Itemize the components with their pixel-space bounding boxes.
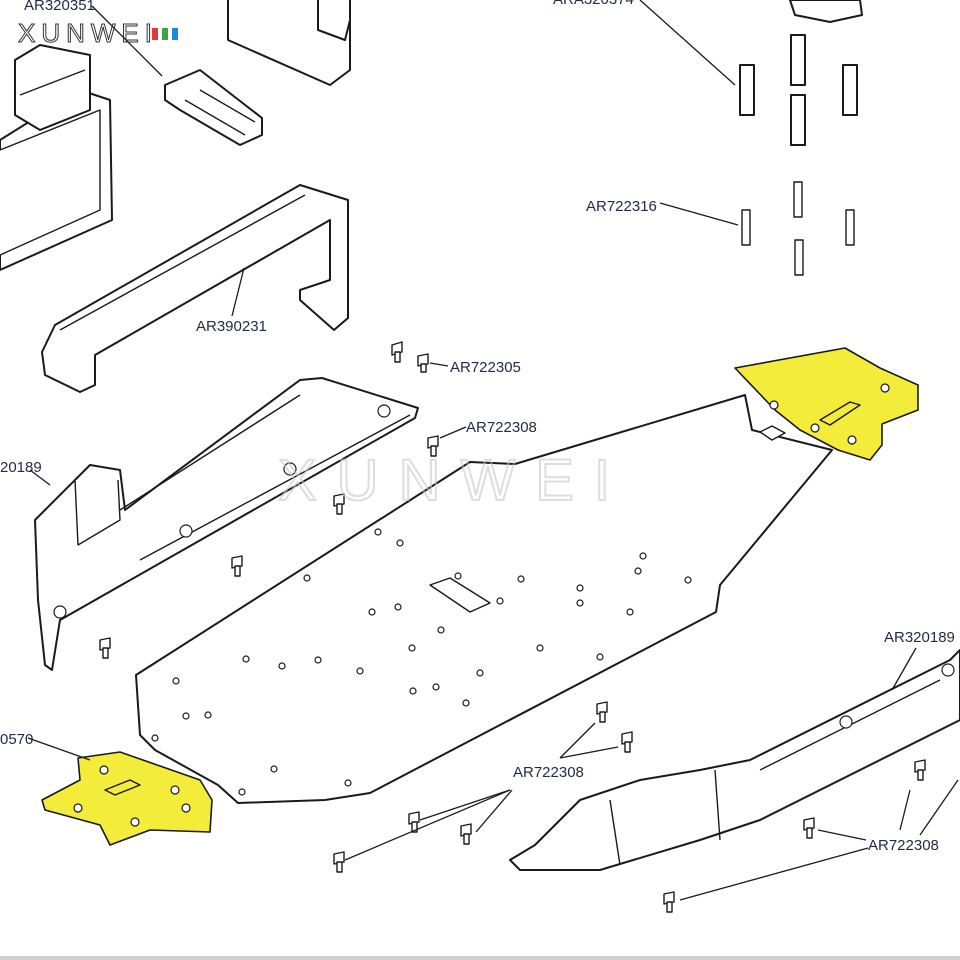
brand-logo-stripes-icon (152, 28, 178, 40)
part-labels: AR320351 ARA320374 AR722316 AR390231 AR7… (0, 0, 955, 854)
label-ar-0570: 0570 (0, 731, 33, 748)
battery-tray-part (0, 44, 113, 271)
top-box-part (227, 0, 351, 86)
battery-strap-part (41, 184, 349, 393)
label-ar722316: AR722316 (586, 198, 657, 215)
rear-skid-plate-highlighted (41, 751, 213, 846)
label-ar722308-c: AR722308 (868, 837, 939, 854)
label-ar320189-left: 20189 (0, 459, 42, 476)
chassis-plate-part (135, 394, 833, 804)
front-skid-plate-highlighted (734, 347, 919, 461)
standoff-screws-group (739, 0, 863, 276)
watermark: XUNWEI (278, 448, 630, 513)
label-ar320351: AR320351 (24, 0, 95, 14)
label-ar722308-a: AR722308 (466, 419, 537, 436)
brand-logo: XUNWEI (18, 18, 158, 48)
strap-buckle-part (164, 69, 263, 146)
label-ar722305: AR722305 (450, 359, 521, 376)
label-ar320189-right: AR320189 (884, 629, 955, 646)
chassis-holes (151, 528, 692, 796)
label-ar722308-b: AR722308 (513, 764, 584, 781)
leader-lines (27, 0, 959, 901)
label-ara320374: ARA320374 (553, 0, 634, 8)
label-ar390231: AR390231 (196, 318, 267, 335)
left-side-guard-part (34, 377, 419, 671)
right-side-guard-part (509, 649, 960, 871)
bottom-edge-bar (0, 956, 960, 960)
scattered-screws (99, 341, 926, 913)
